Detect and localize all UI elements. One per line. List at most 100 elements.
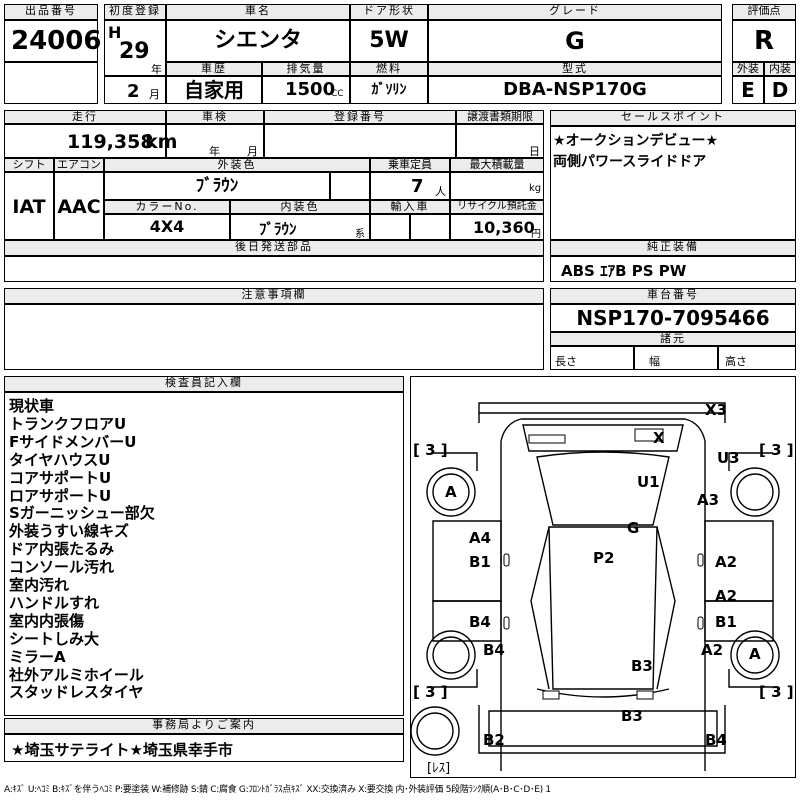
equipment-cell: ABS ｴｱB PS PW (550, 256, 796, 282)
tire-bracket: [ 3 ] (759, 441, 794, 459)
damage-mark: A4 (469, 529, 492, 547)
grade: G (565, 27, 585, 55)
damage-mark: B3 (631, 657, 653, 675)
interior-cell: ﾌﾞﾗｳﾝ 系 (230, 214, 370, 240)
import-label: 輸入車 (370, 200, 450, 214)
capacity-unit: 人 (435, 185, 446, 198)
recycle-label: リサイクル預託金 (450, 200, 544, 214)
insp-year-unit: 年 (209, 145, 220, 158)
wheel-mark: A (445, 483, 457, 501)
int-grade: D (771, 78, 789, 102)
chassis-label: 車台番号 (550, 288, 796, 304)
model-label: 車名 (166, 4, 350, 20)
fuel: ｶﾞｿﾘﾝ (371, 82, 407, 98)
inspector-line: コンソール汚れ (9, 558, 115, 577)
sales-label: セールスポイント (550, 110, 796, 126)
interior-label: 内装色 (230, 200, 370, 214)
grade-label: グレード (428, 4, 722, 20)
height-label: 高さ (725, 355, 747, 368)
damage-mark: G (627, 519, 640, 537)
damage-mark: B2 (483, 731, 505, 749)
door-cell: 5W (350, 20, 428, 62)
ext-cell: E (732, 76, 764, 104)
score-label: 評価点 (732, 4, 796, 20)
displacement-cell: 1500 CC (262, 76, 350, 104)
width-cell: 幅 (634, 346, 718, 370)
inspector-line: ハンドルすれ (9, 593, 100, 612)
plate-cell (264, 124, 456, 158)
displacement: 1500 (285, 79, 336, 100)
colorno-label: カラーNo. (104, 200, 230, 214)
sales-cell: ★オークションデビュー★ 両側パワースライドドア (550, 126, 796, 240)
capacity-cell: 7 人 (370, 172, 450, 200)
inspector-line: コアサポートU (9, 468, 112, 487)
score-cell: R (732, 20, 796, 62)
month-unit: 月 (149, 88, 160, 101)
damage-mark: U3 (717, 449, 740, 467)
first-reg-label: 初度登録 (104, 4, 166, 20)
sales-line: ★オークションデビュー★ (553, 133, 719, 149)
history-label: 車歴 (166, 62, 262, 76)
inspector-line: スタッドレスタイヤ (9, 683, 144, 702)
grade-cell: G (428, 20, 722, 62)
shift: IAT (12, 196, 46, 218)
int-cell: D (764, 76, 796, 104)
aircon-cell: AAC (54, 172, 104, 240)
equipment: ABS ｴｱB PS PW (561, 262, 687, 280)
height-cell: 高さ (718, 346, 796, 370)
damage-mark: A3 (697, 491, 720, 509)
inspector-line: タイヤハウスU (9, 450, 111, 469)
first-reg-cell: H 29 年 (104, 20, 166, 76)
color-label: 外装色 (104, 158, 370, 172)
damage-mark: B4 (705, 731, 727, 749)
ext-grade: E (741, 78, 755, 102)
model-cell: シエンタ (166, 20, 350, 62)
inspector-line: ドア内張たるみ (9, 540, 115, 559)
era: H (108, 23, 122, 42)
reg-month-cell: 2 月 (104, 76, 166, 104)
insp-month-unit: 月 (247, 145, 258, 158)
year-unit: 年 (151, 63, 162, 76)
color-extra-cell (330, 172, 370, 200)
transfer-label: 譲渡書類期限 (456, 110, 544, 124)
notes-label: 注意事項欄 (4, 288, 544, 304)
later-parts-label: 後日発送部品 (4, 240, 544, 256)
damage-mark: A2 (701, 641, 724, 659)
colorno-cell: 4X4 (104, 214, 230, 240)
displacement-label: 排気量 (262, 62, 350, 76)
inspector-line: ミラーA (9, 647, 66, 666)
shift-label: シフト (4, 158, 54, 172)
length-cell: 長さ (550, 346, 634, 370)
reg-year: 29 (119, 39, 150, 64)
inspector-line: Sガーニッシュー部欠 (9, 504, 155, 523)
damage-diagram: X3 X U3 U1 A3 G A4 B1 P2 A2 A2 B1 B4 B4 … (410, 376, 796, 778)
inspector-line: FサイドメンバーU (9, 432, 137, 451)
inspector-line: 外装うすい線キズ (9, 522, 130, 541)
fuel-cell: ｶﾞｿﾘﾝ (350, 76, 428, 104)
score: R (753, 26, 775, 56)
tire-bracket: [ 3 ] (413, 441, 448, 459)
color: ﾌﾞﾗｳﾝ (195, 176, 239, 196)
damage-mark: B1 (715, 613, 737, 631)
later-parts-cell (4, 256, 544, 282)
aircon: AAC (57, 196, 101, 218)
cc-unit: CC (331, 89, 344, 99)
colorno: 4X4 (149, 217, 185, 236)
damage-mark: X (653, 429, 665, 447)
lot-number-cell: 24006 (4, 20, 101, 62)
door-type: 5W (369, 28, 409, 53)
recycle-cell: 10,360 円 (450, 214, 544, 240)
office-text: ★埼玉サテライト★埼玉県幸手市 (11, 741, 233, 759)
equipment-label: 純正装備 (550, 240, 796, 256)
spec-label: 諸元 (550, 332, 796, 346)
history: 自家用 (184, 78, 244, 102)
damage-mark: B3 (621, 707, 643, 725)
damage-mark: U1 (637, 473, 660, 491)
inspector-line: ロアサポートU (9, 486, 112, 505)
inspection-label: 車検 (166, 110, 264, 124)
car-outline (410, 402, 780, 771)
office-label: 事務局よりご案内 (4, 718, 404, 734)
damage-mark: X3 (705, 401, 728, 419)
ext-label: 外装 (732, 62, 764, 76)
